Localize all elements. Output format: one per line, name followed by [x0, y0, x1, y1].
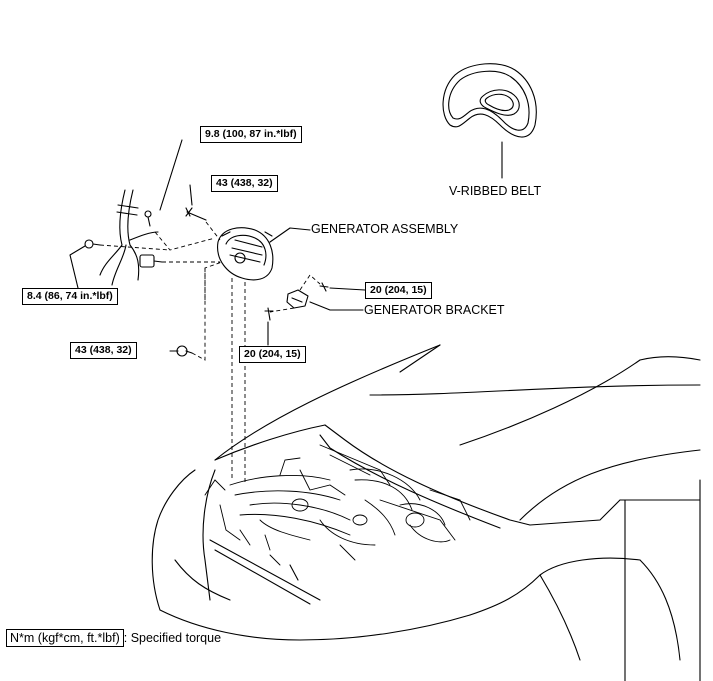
torque-callout-43-lower: 43 (438, 32): [70, 342, 137, 359]
generator-bracket-label: GENERATOR BRACKET: [364, 303, 505, 317]
generator-assembly-drawing: [217, 227, 274, 281]
wire-harness-drawing: [99, 189, 163, 286]
torque-callout-20-lower: 20 (204, 15): [239, 346, 306, 363]
car-body-drawing: [151, 344, 701, 681]
generator-bracket-drawing: [286, 289, 309, 309]
torque-callout-20-right: 20 (204, 15): [365, 282, 432, 299]
torque-callout-9-8: 9.8 (100, 87 in.*lbf): [200, 126, 302, 143]
generator-assembly-label: GENERATOR ASSEMBLY: [311, 222, 459, 236]
engine-bay-drawing: [204, 444, 471, 566]
torque-callout-8-4: 8.4 (86, 74 in.*lbf): [22, 288, 118, 305]
v-ribbed-belt-drawing: [442, 63, 537, 179]
legend-text: : Specified torque: [123, 631, 222, 645]
legend-unit: N*m (kgf*cm, ft.*lbf): [6, 629, 124, 647]
torque-legend: N*m (kgf*cm, ft.*lbf): Specified torque: [6, 629, 221, 647]
v-ribbed-belt-label: V-RIBBED BELT: [449, 184, 542, 198]
torque-callout-43-top: 43 (438, 32): [211, 175, 278, 192]
